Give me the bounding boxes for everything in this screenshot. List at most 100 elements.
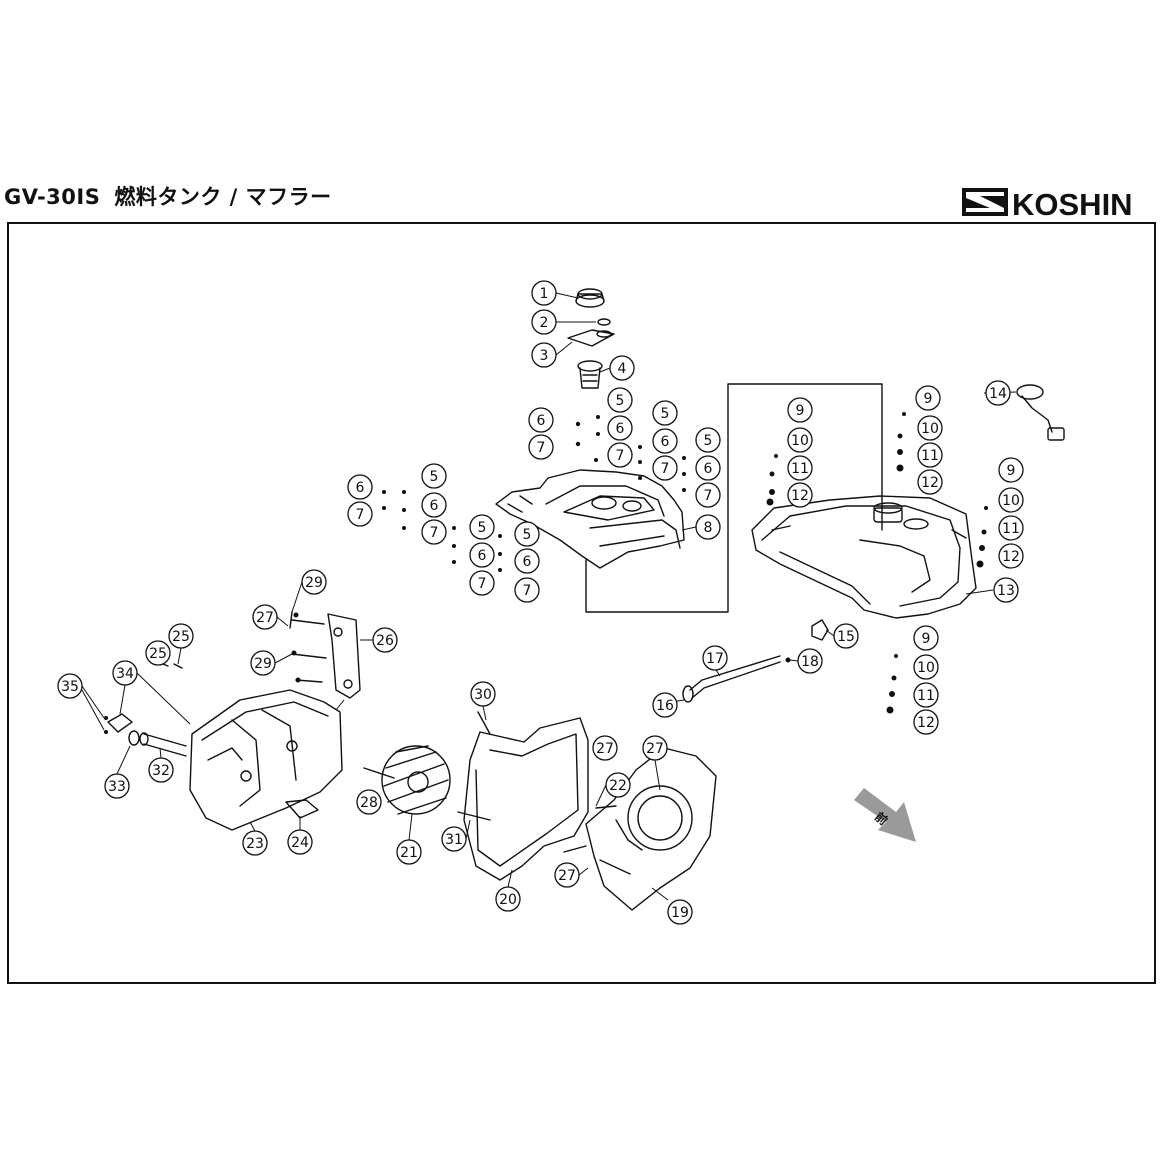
callout-19: 19 <box>667 899 693 925</box>
callout-6: 6 <box>514 548 540 574</box>
callout-6: 6 <box>607 415 633 441</box>
callout-number: 7 <box>616 448 625 464</box>
callout-circle <box>609 355 635 381</box>
callout-circle <box>531 280 557 306</box>
callout-number: 1 <box>540 286 549 302</box>
callout-circle <box>514 521 540 547</box>
callout-circle <box>917 415 943 441</box>
callout-number: 7 <box>430 525 439 541</box>
brand-logo-icon: KOSHIN <box>962 187 1133 220</box>
callout-circle <box>372 627 398 653</box>
callout-circle <box>421 519 447 545</box>
hardware-dots <box>104 412 988 734</box>
engine-shroud-part <box>585 747 717 911</box>
callout-circle <box>469 570 495 596</box>
callout-number: 5 <box>704 433 713 449</box>
callout-circle <box>833 623 859 649</box>
callout-circle <box>605 772 631 798</box>
callout-26: 26 <box>372 627 398 653</box>
callout-circle <box>787 482 813 508</box>
callout-circle <box>787 427 813 453</box>
callout-number: 10 <box>1002 493 1020 509</box>
callout-32: 32 <box>148 757 174 783</box>
callout-number: 33 <box>108 779 126 795</box>
callout-number: 16 <box>656 698 674 714</box>
callout-circle <box>148 757 174 783</box>
model-number: GV-30IS <box>4 185 101 209</box>
callout-7: 7 <box>469 570 495 596</box>
callout-9: 9 <box>915 385 941 411</box>
callout-7: 7 <box>695 482 721 508</box>
callout-circle <box>607 387 633 413</box>
callout-5: 5 <box>469 514 495 540</box>
spark-arrester-part <box>128 730 140 746</box>
callout-number: 24 <box>291 835 309 851</box>
callout-number: 34 <box>116 666 134 682</box>
filler-gasket-part <box>567 329 615 347</box>
callout-circle <box>652 692 678 718</box>
muffler-gasket-part <box>285 799 319 819</box>
callout-number: 4 <box>618 361 627 377</box>
callout-number: 18 <box>801 654 819 670</box>
callout-number: 21 <box>400 845 418 861</box>
callout-number: 11 <box>917 688 935 704</box>
direction-arrow-icon: 前 <box>854 788 916 842</box>
callout-29: 29 <box>250 650 276 676</box>
callout-1: 1 <box>531 280 557 306</box>
callout-number: 5 <box>661 406 670 422</box>
callout-7: 7 <box>652 455 678 481</box>
fuel-cock-part <box>811 619 829 641</box>
cooling-fan-part <box>381 745 451 815</box>
callout-number: 14 <box>989 386 1007 402</box>
callout-number: 17 <box>706 651 724 667</box>
callout-number: 28 <box>360 795 378 811</box>
callout-29: 29 <box>301 569 327 595</box>
cover-bolt-part <box>457 711 491 821</box>
callout-14: 14 <box>985 380 1011 406</box>
callout-8: 8 <box>695 514 721 540</box>
callout-7: 7 <box>421 519 447 545</box>
callout-number: 12 <box>791 488 809 504</box>
callout-28: 28 <box>356 789 382 815</box>
callout-33: 33 <box>104 773 130 799</box>
callout-17: 17 <box>702 645 728 671</box>
tank-group-bracket <box>585 383 883 613</box>
callout-circle <box>787 455 813 481</box>
callout-number: 5 <box>616 393 625 409</box>
callout-27: 27 <box>252 604 278 630</box>
fuel-tank-part <box>751 495 977 619</box>
callout-circle <box>421 492 447 518</box>
callout-number: 10 <box>917 660 935 676</box>
callout-circle <box>531 342 557 368</box>
callout-circle <box>57 673 83 699</box>
callout-12: 12 <box>998 543 1024 569</box>
callout-20: 20 <box>495 886 521 912</box>
callout-circle <box>913 625 939 651</box>
callout-10: 10 <box>913 654 939 680</box>
callout-12: 12 <box>913 709 939 735</box>
callout-circle <box>112 660 138 686</box>
callout-number: 7 <box>356 507 365 523</box>
callout-circle <box>242 830 268 856</box>
callout-number: 6 <box>616 421 625 437</box>
callout-number: 5 <box>430 469 439 485</box>
callout-circle <box>495 886 521 912</box>
callout-circle <box>913 654 939 680</box>
callout-number: 8 <box>704 520 713 536</box>
shroud-bolt-part <box>563 805 617 853</box>
callout-number: 15 <box>837 629 855 645</box>
callout-circle <box>469 514 495 540</box>
callout-number: 30 <box>474 687 492 703</box>
callout-18: 18 <box>797 648 823 674</box>
muffler-part <box>189 689 343 831</box>
callout-number: 29 <box>254 656 272 672</box>
fuel-gauge-part <box>1016 384 1065 441</box>
callout-5: 5 <box>421 463 447 489</box>
callout-circle <box>797 648 823 674</box>
callout-24: 24 <box>287 829 313 855</box>
callout-7: 7 <box>347 501 373 527</box>
callout-number: 11 <box>921 448 939 464</box>
callout-circle <box>787 397 813 423</box>
callout-27: 27 <box>642 735 668 761</box>
muffler-bracket-part <box>327 613 361 699</box>
